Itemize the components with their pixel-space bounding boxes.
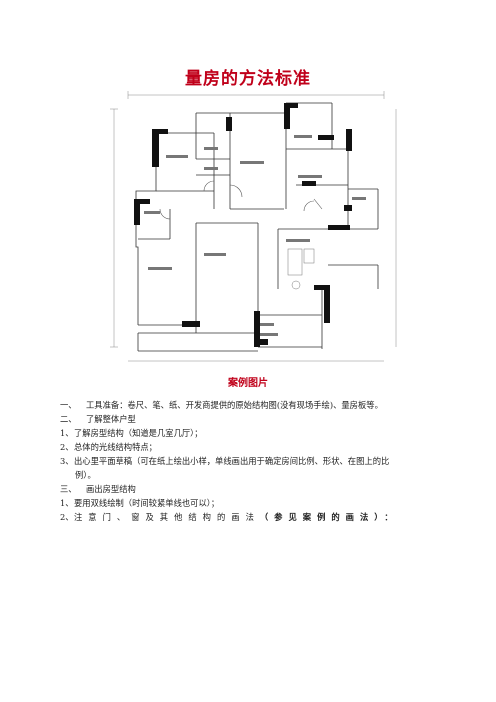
item-text: 总体的光线结构特点； [74, 442, 157, 452]
item-number: 1、 [60, 498, 74, 508]
section-number: 一、 [60, 400, 77, 410]
floor-plan-image [110, 91, 397, 362]
section-2: 二、了解整体户型 [60, 412, 440, 426]
item-number: 1、 [60, 428, 74, 438]
list-item: 2、注意门、窗及其他结构的画法（参见案例的画法）： [60, 510, 440, 524]
list-item: 1、要用双线绘制（时间较紧单线也可以）； [60, 496, 440, 510]
section-number: 二、 [60, 414, 77, 424]
list-item: 3、出心里平面草稿（可在纸上绘出小样，单线画出用于确定房间比例、形状、在图上的比 [60, 454, 440, 468]
item-text-emphasis: （参见案例的画法）： [259, 512, 399, 522]
section-text: 画出房型结构 [86, 484, 136, 494]
item-text: 了解房型结构（知道是几室几厅）； [74, 428, 203, 438]
figure-caption: 案例图片 [228, 378, 268, 389]
page-title: 量房的方法标准 [185, 69, 311, 89]
body-text: 一、工具准备：卷尺、笔、纸、开发商提供的原始结构图(没有现场手绘)、量房板等。 … [60, 398, 440, 524]
item-text: 要用双线绘制（时间较紧单线也可以）； [74, 498, 220, 508]
section-text: 工具准备：卷尺、笔、纸、开发商提供的原始结构图(没有现场手绘)、量房板等。 [86, 400, 383, 410]
section-3: 三、画出房型结构 [60, 482, 440, 496]
section-number: 三、 [60, 484, 77, 494]
item-number: 2、 [60, 442, 74, 452]
item-text: 出心里平面草稿（可在纸上绘出小样，单线画出用于确定房间比例、形状、在图上的比 [74, 456, 390, 466]
item-text: 注意门、窗及其他结构的画法 [74, 512, 260, 522]
list-item: 2、总体的光线结构特点； [60, 440, 440, 454]
list-item: 1、了解房型结构（知道是几室几厅）； [60, 426, 440, 440]
section-text: 了解整体户型 [86, 414, 136, 424]
list-item-continuation: 例）。 [75, 470, 96, 480]
item-number: 2、 [60, 512, 74, 522]
section-1: 一、工具准备：卷尺、笔、纸、开发商提供的原始结构图(没有现场手绘)、量房板等。 [60, 398, 440, 412]
item-number: 3、 [60, 456, 74, 466]
